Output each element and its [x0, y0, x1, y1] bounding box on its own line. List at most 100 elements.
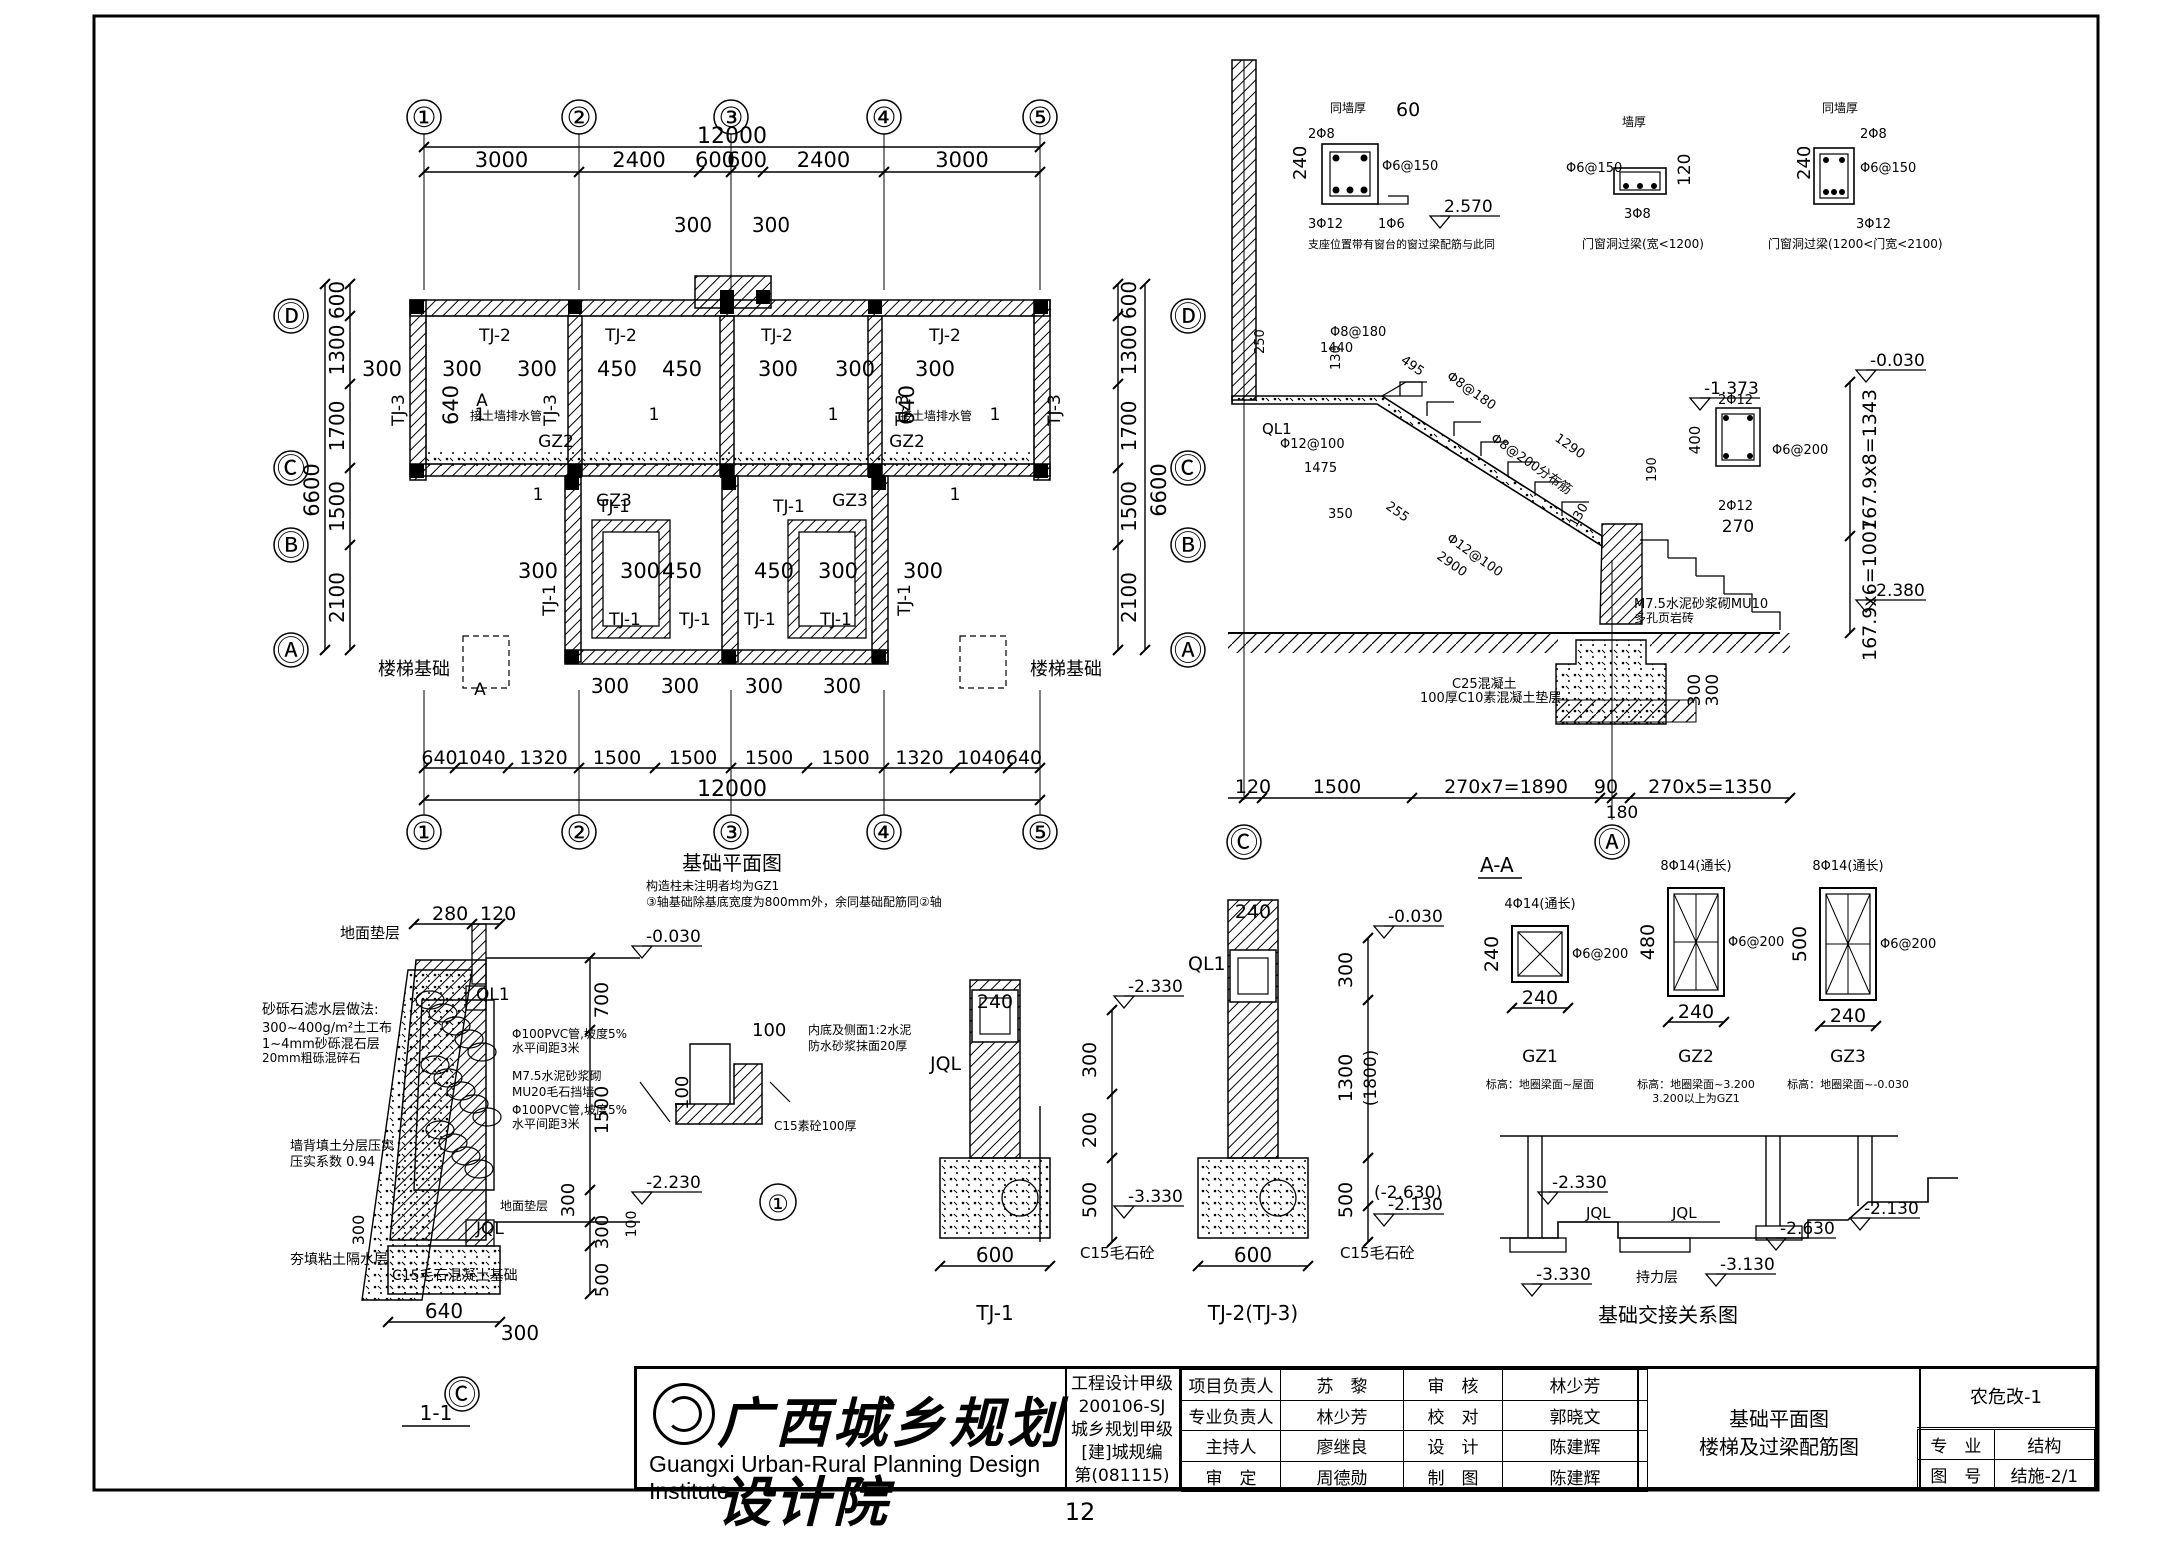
rebar-label: Φ6@200	[1772, 443, 1828, 458]
dim-value: 1500	[821, 747, 869, 769]
dim-value: 300	[903, 559, 943, 583]
dim-value: 300	[745, 674, 783, 698]
dim-value: 240	[1830, 1005, 1866, 1027]
dim-value: 300	[442, 357, 482, 381]
dim-value: 300	[558, 1183, 579, 1217]
level-symbol	[1688, 397, 1712, 412]
dim-value: 240	[1235, 901, 1271, 923]
dim-tick	[418, 794, 430, 806]
dim-value: 450	[662, 357, 702, 381]
column-rebar: 4Φ14(通长)	[1504, 897, 1575, 912]
dim-value: 300	[1685, 674, 1705, 706]
footing-pad	[1555, 699, 1697, 723]
dim-tick	[573, 762, 585, 774]
section-label: 地面垫层	[340, 924, 400, 942]
detail-bubble	[759, 1183, 797, 1221]
section-mark: 1	[533, 485, 544, 505]
footing-label: C15毛石砼	[1080, 1244, 1155, 1262]
dim-value: 640	[425, 1299, 463, 1323]
relation-title: 基础交接关系图	[1598, 1303, 1738, 1327]
column	[756, 290, 770, 304]
dim-tick	[1362, 932, 1374, 944]
dim-tick	[418, 141, 430, 153]
lintel-label: 3Φ12	[1308, 217, 1343, 232]
role-label: 主持人	[1181, 1430, 1281, 1462]
ring-beam-jql	[465, 1219, 495, 1247]
column-stirrup	[1517, 931, 1563, 977]
dim-value: 300	[620, 559, 660, 583]
level-symbol	[1848, 1217, 1872, 1232]
dim-value: 1500	[1313, 776, 1361, 798]
rebar-dot	[1623, 183, 1629, 189]
role-name: 苏 黎	[1280, 1369, 1404, 1401]
dim-value: 700	[591, 982, 613, 1018]
dim-tick	[757, 166, 769, 178]
level-value: -0.030	[1870, 351, 1925, 371]
footing-label: C15毛石砼	[1340, 1244, 1415, 1262]
section-label: 地面垫层	[500, 1198, 548, 1213]
tj-label: TJ-1	[819, 610, 852, 630]
rebar-dot	[1360, 154, 1368, 162]
lintel-label: 墙厚	[1622, 115, 1646, 129]
dim-value: 1500	[325, 481, 349, 532]
stair-step	[1426, 401, 1454, 416]
column	[720, 290, 734, 304]
tj-label: TJ-1	[597, 497, 630, 517]
rebar-label: 2Φ12	[1718, 393, 1753, 408]
dim-tick	[1844, 376, 1856, 388]
stair-base-outline	[462, 635, 510, 689]
column-section	[1819, 887, 1877, 1001]
level-value: -2.630	[1780, 1219, 1835, 1239]
stair-base-label: 楼梯基础	[1030, 659, 1102, 680]
lintel-label: 120	[1675, 154, 1695, 186]
drawing-title-line: 基础平面图	[1729, 1407, 1829, 1431]
lintel-sill	[1378, 195, 1409, 205]
rebar-dot	[1637, 183, 1643, 189]
sheet-number: 结施-2/1	[1993, 1459, 2096, 1490]
footing-strip	[1033, 299, 1051, 481]
dim-value: 300	[518, 559, 558, 583]
dim-tick	[1624, 792, 1636, 804]
column	[868, 300, 882, 314]
axis-bubble	[1170, 632, 1206, 668]
stair-step	[1480, 441, 1508, 456]
dim-value: (1800)	[1361, 1050, 1381, 1107]
dim-value: 600	[976, 1243, 1014, 1267]
gz-label: GZ2	[889, 432, 925, 452]
rebar-dot	[1823, 157, 1829, 163]
column-section	[1511, 925, 1569, 983]
dim-value: 300	[823, 674, 861, 698]
plan-note: 构造柱未注明者均为GZ1	[646, 878, 779, 893]
axis-bubble	[1170, 450, 1206, 486]
rebar-dot	[1831, 189, 1837, 195]
dim-tick	[494, 1316, 506, 1328]
qual-line: 第(081115)	[1074, 1466, 1170, 1486]
dim-value: 1320	[895, 747, 943, 769]
tj-label: TJ-1	[895, 584, 915, 617]
axis-label: Ⓒ	[1230, 826, 1258, 859]
qualification-info: 工程设计甲级 200106-SJ 城乡规划甲级 [建]城规编 第(081115)	[1065, 1369, 1181, 1487]
axis-bubble	[273, 450, 309, 486]
dim-tick	[449, 762, 461, 774]
drain-channel	[675, 1063, 763, 1125]
company-name-cn: 广西城乡规划设计院	[717, 1391, 1065, 1534]
dim-tick	[1139, 278, 1151, 290]
footing-strip	[409, 299, 427, 481]
lintel-label: 240	[1290, 146, 1311, 180]
column	[565, 476, 579, 490]
stair-step	[1668, 557, 1697, 576]
dim-value: 280	[432, 903, 468, 925]
role-label: 审 核	[1403, 1369, 1503, 1401]
dim-value: 1300	[1335, 1054, 1357, 1102]
level-value: -1.373	[1704, 379, 1759, 399]
dim-value: 1700	[325, 401, 349, 452]
dim-value: 3000	[475, 148, 528, 172]
tj-label: TJ-2	[928, 326, 961, 346]
dim-tick	[1302, 1260, 1314, 1272]
dim-tick	[584, 1024, 596, 1036]
section-label: 墙背填土分层压实	[290, 1139, 394, 1154]
qual-line: 城乡规划甲级	[1071, 1420, 1173, 1440]
dim-value: 300	[661, 674, 699, 698]
column-section	[1667, 887, 1725, 997]
dim-tick	[573, 166, 585, 178]
